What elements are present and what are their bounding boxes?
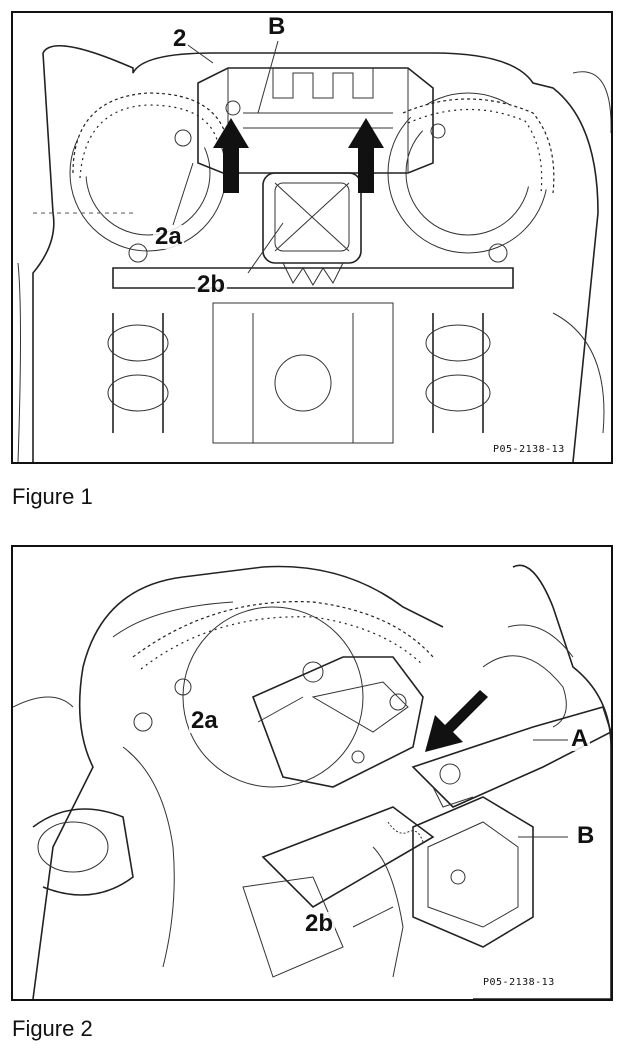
arrow-up-right [348, 118, 384, 193]
camshaft-left [32, 808, 134, 896]
tool-bolt-right [430, 123, 446, 139]
arrow-push-down-left [425, 690, 488, 752]
cylinder-head-outline [42, 44, 599, 462]
figure-2-illustration: 2a A B 2b P05-2138-13 [11, 545, 613, 1001]
figure-1-caption: Figure 1 [12, 484, 93, 509]
tool-bolt-left [225, 100, 241, 116]
hand-outline [473, 564, 611, 999]
callout-B: B [575, 822, 597, 849]
callout-2: 2 [171, 25, 189, 52]
cam-bore [274, 354, 332, 412]
timing-housing-outline [82, 565, 444, 668]
engine-timing-diagram-1 [17, 40, 611, 462]
reference-code: P05-2138-13 [493, 444, 565, 455]
callout-2b: 2b [195, 271, 228, 298]
figure-1-illustration: 2 B 2a 2b P05-2138-13 [11, 11, 613, 464]
guide-rail-2b [261, 806, 435, 909]
callout-A: A [569, 725, 591, 752]
tensioner-tool-body [197, 67, 434, 174]
left-housing-edge [32, 52, 55, 462]
callout-2a: 2a [189, 707, 220, 734]
reference-code: P05-2138-13 [483, 977, 555, 988]
figure-2-caption: Figure 2 [12, 1016, 93, 1041]
tensioner-bolt [302, 661, 324, 683]
sprocket-outline [182, 606, 364, 788]
bearing-block [262, 172, 362, 264]
engine-timing-diagram-2 [13, 564, 611, 999]
callout-2a: 2a [153, 223, 184, 250]
wrench-A [411, 706, 611, 808]
right-camshaft [432, 313, 484, 433]
head-cross-bar [112, 267, 514, 289]
chain-tensioner-tool [251, 656, 424, 788]
tool-block-B [412, 796, 534, 948]
callout-2b: 2b [303, 910, 336, 937]
nut-A [439, 763, 461, 785]
arrow-up-left [213, 118, 249, 193]
left-camshaft [112, 313, 164, 433]
callout-B: B [266, 13, 288, 40]
